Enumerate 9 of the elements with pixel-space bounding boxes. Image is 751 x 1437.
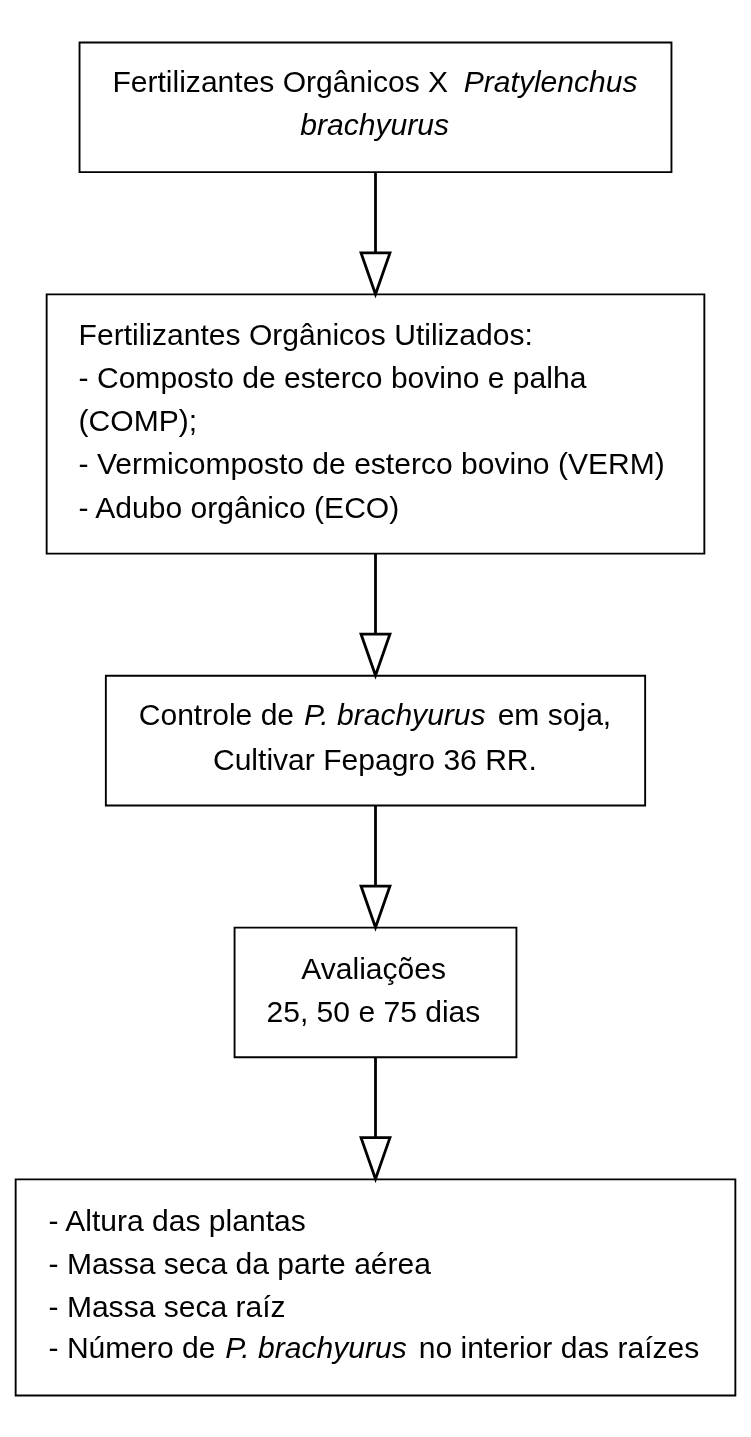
arrow [359, 553, 392, 680]
arrow [359, 805, 392, 932]
node-box: Controle de P. brachyurus em soja, Cultivar Fepagro 36 RR. [104, 674, 647, 806]
arrow [359, 1057, 392, 1183]
node-box: Fertilizantes Orgânicos Utilizados: - Composto de esterco bovino e palha (COMP); - Vermicomposto de esterco bovino (VERM) - Adubo orgânico (ECO) [45, 292, 706, 555]
node-box: Avaliações 25, 50 e 75 dias [233, 926, 518, 1058]
node-box: - Altura das plantas - Massa seca da parte aérea - Massa seca raíz - Número de P. brachyurus no interior das raízes [14, 1177, 737, 1396]
node-box: Fertilizantes Orgânicos X Pratylenchus brachyurus [78, 41, 673, 173]
arrow [359, 172, 392, 298]
